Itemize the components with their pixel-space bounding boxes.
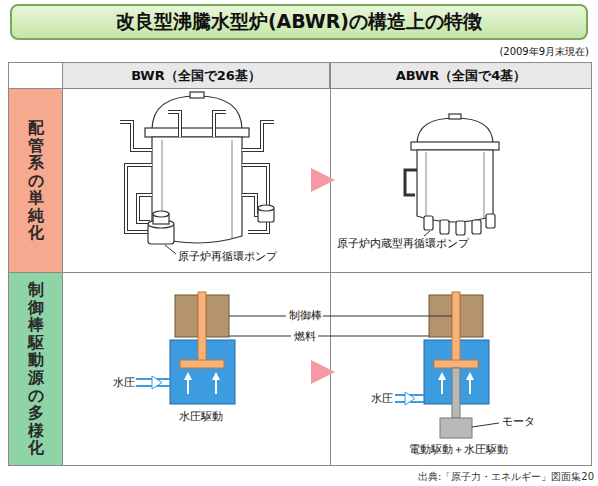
vertical-label: 制御棒駆動源の多様化 xyxy=(28,281,44,457)
part-label: モータ xyxy=(501,415,536,428)
pink-arrow xyxy=(311,360,335,384)
source-caption: 出典:「原子力・エネルギー」図面集20 xyxy=(418,471,594,483)
box-text: BWR（全国で26基） xyxy=(131,67,261,85)
recirculation-pump xyxy=(148,211,174,244)
abwr-reactor xyxy=(405,114,499,236)
column-header: BWR（全国で26基） xyxy=(62,62,330,89)
part-label: 電動駆動＋水圧駆動 xyxy=(408,443,509,456)
internal-pump xyxy=(424,214,495,235)
leader-line xyxy=(318,336,429,337)
row-header: 制御棒駆動源の多様化 xyxy=(8,272,63,466)
part-label: 原子炉内蔵型再循環ポンプ xyxy=(336,237,470,250)
vertical-label: 配管系の単純化 xyxy=(28,119,44,242)
part-label: 水圧 xyxy=(370,392,394,405)
leader-line xyxy=(472,423,499,427)
box-text: 改良型沸騰水型炉(ABWR)の構造上の特徴 xyxy=(116,9,482,35)
title-box: 改良型沸騰水型炉(ABWR)の構造上の特徴 xyxy=(10,4,588,40)
leader-line xyxy=(322,316,452,317)
bwr-reactor xyxy=(120,92,274,254)
abwr-control-rod-drive xyxy=(318,292,499,438)
part-label: 水圧 xyxy=(112,376,136,389)
part-label: 燃料 xyxy=(293,330,317,343)
motor xyxy=(440,418,472,438)
row-header: 配管系の単純化 xyxy=(8,88,63,273)
leader-line xyxy=(229,336,291,337)
part-label: 原子炉再循環ポンプ xyxy=(177,250,278,263)
leader-line xyxy=(229,316,286,317)
bwr-control-rod-drive xyxy=(136,292,291,404)
leader-line xyxy=(424,231,430,236)
part-label: 制御棒 xyxy=(288,309,323,322)
leader-line xyxy=(165,245,176,254)
part-label: 水圧駆動 xyxy=(178,410,224,423)
pink-arrow xyxy=(311,168,335,192)
recirculation-pump xyxy=(258,205,274,222)
box-text: ABWR（全国で4基） xyxy=(396,67,527,85)
date-note: (2009年9月末現在) xyxy=(498,45,590,58)
column-header: ABWR（全国で4基） xyxy=(330,62,592,89)
table-grid xyxy=(8,62,592,466)
